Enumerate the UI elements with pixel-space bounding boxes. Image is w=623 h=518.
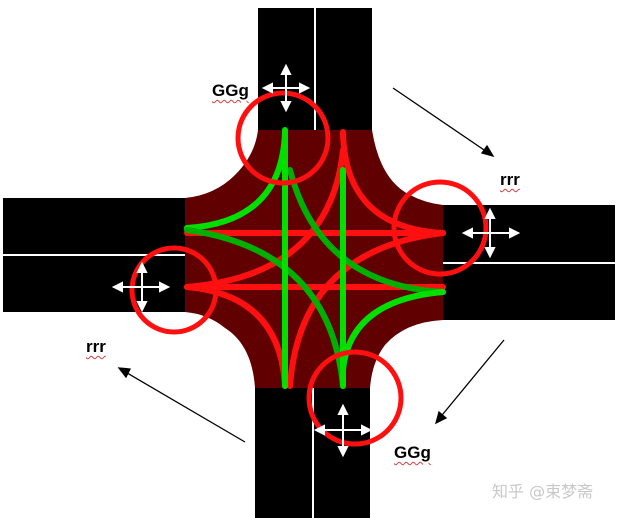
label-east-signal: rrr	[500, 170, 520, 189]
rotation-arrows	[117, 87, 505, 443]
watermark: 知乎 @束梦斋	[492, 482, 594, 501]
south-arrows-icon	[313, 403, 373, 458]
label-north-signal: GGg	[212, 81, 249, 100]
junction-area	[185, 130, 443, 388]
red-movement-north-west	[184, 147, 346, 290]
arrow-ne-icon	[392, 87, 495, 158]
highlight-circles	[129, 90, 489, 447]
circle-north	[235, 90, 331, 186]
movements	[184, 127, 446, 389]
circle-south	[306, 349, 404, 447]
east-arrows-icon	[461, 207, 521, 259]
signal-arrows	[111, 63, 521, 458]
arrow-se-icon	[434, 339, 505, 425]
north-arrows-icon	[261, 63, 311, 113]
circle-west	[129, 245, 219, 335]
roads	[3, 8, 615, 518]
arrow-sw-icon	[117, 367, 246, 443]
label-west-signal: rrr	[86, 337, 106, 356]
circle-east	[391, 179, 489, 277]
red-movement-south-east	[287, 230, 446, 389]
label-south-signal: GGg	[394, 443, 431, 462]
west-arrows-icon	[111, 261, 171, 313]
